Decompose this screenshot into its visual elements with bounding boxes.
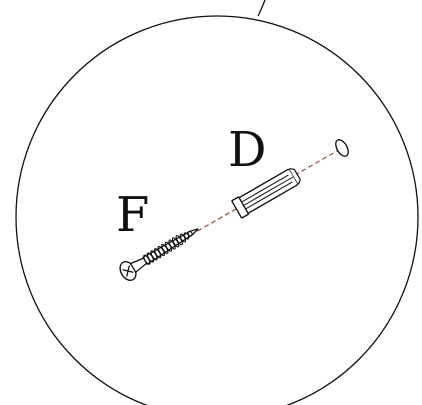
label-screw: F xyxy=(116,187,149,243)
leader-line xyxy=(257,0,266,17)
screw xyxy=(119,228,199,281)
label-anchor: D xyxy=(228,122,266,178)
phillips-cross-icon xyxy=(122,265,134,277)
drill-hole xyxy=(335,139,349,157)
detail-circle xyxy=(15,15,419,405)
wall-anchor xyxy=(231,168,301,219)
